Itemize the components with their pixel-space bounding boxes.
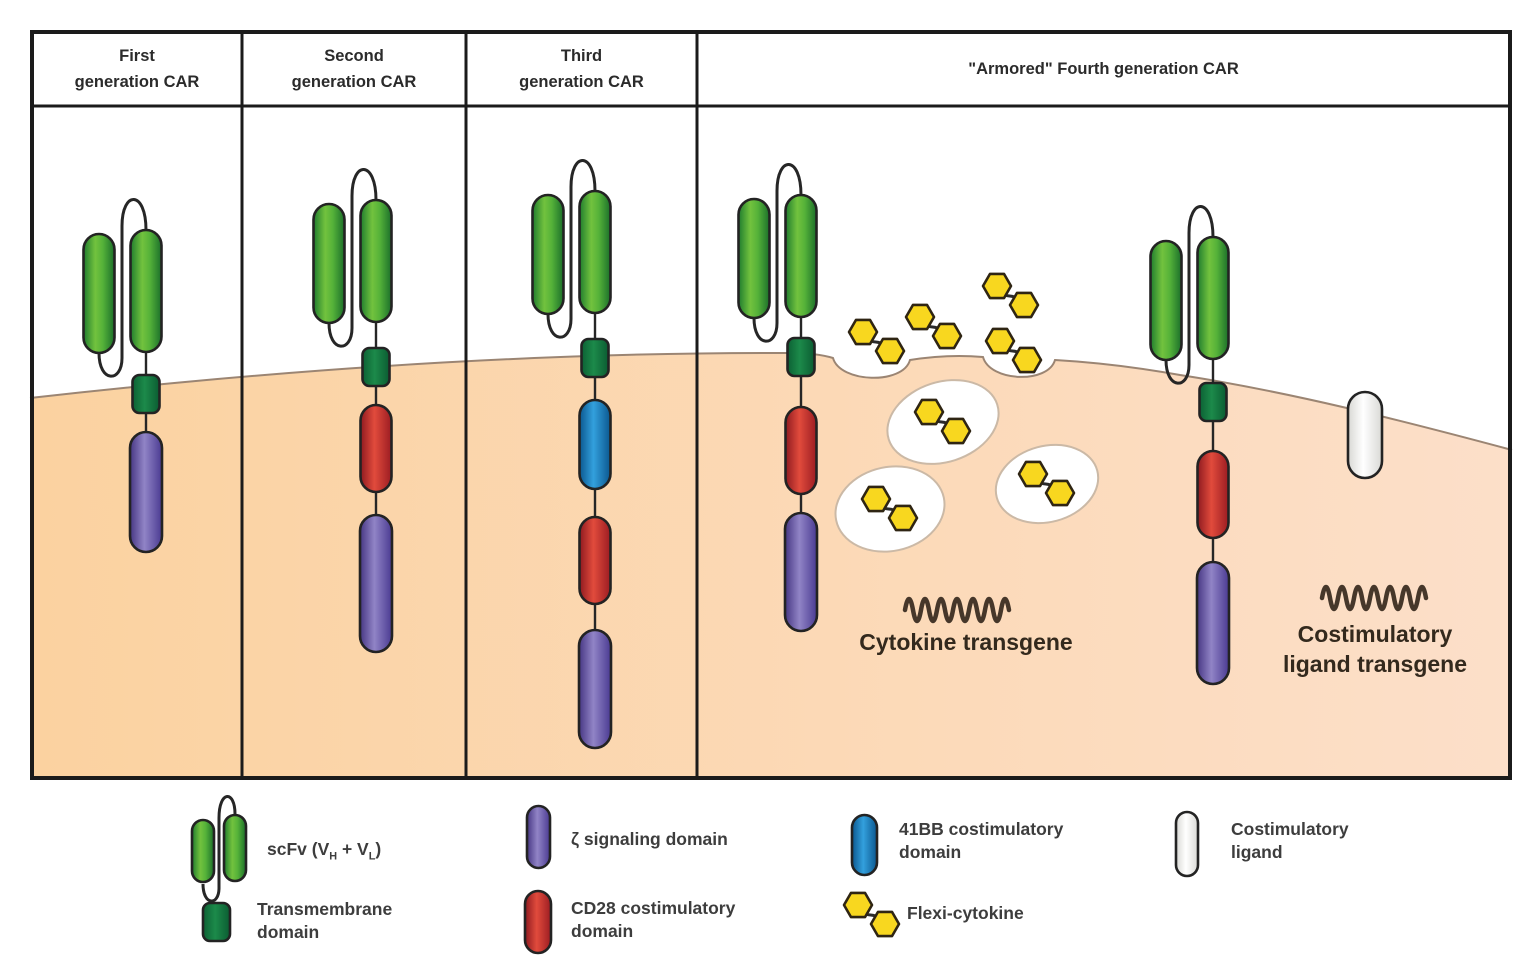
scfv-icon xyxy=(531,158,612,339)
cell-membrane xyxy=(30,352,1512,778)
costimulatory-ligand-transgene-label: Costimulatory ligand transgene xyxy=(1255,620,1495,680)
zeta-signaling-domain-icon xyxy=(358,513,394,654)
car-structure-gen2 xyxy=(312,167,394,654)
legend-label-cd28: CD28 costimulatory domain xyxy=(571,897,735,943)
zeta-signaling-domain-icon xyxy=(783,511,819,633)
zeta-signaling-domain-icon xyxy=(577,628,613,750)
header-gen1-line1: First xyxy=(119,47,155,66)
flexi-cytokine-icon xyxy=(986,329,1041,372)
scfv-label-mid: + V xyxy=(337,839,369,859)
transmembrane-domain-icon xyxy=(786,336,816,378)
scfv-icon xyxy=(312,167,393,348)
scfv-icon xyxy=(1149,204,1230,385)
flexi-label-line1: Flexi-cytokine xyxy=(907,903,1024,923)
car-structure-gen4-ligand xyxy=(1149,204,1231,686)
cell-membrane-edge xyxy=(29,351,1513,451)
scfv-label-subh: H xyxy=(329,850,338,863)
cd28-costimulatory-domain-icon xyxy=(1196,449,1230,540)
legend-41bb-icon xyxy=(850,813,879,877)
car-structure-gen4-cytokine xyxy=(737,162,819,633)
legend-transmembrane-icon xyxy=(201,901,232,943)
costim-ligand-label-line2: ligand xyxy=(1231,842,1283,863)
figure-border xyxy=(30,30,1512,780)
zeta-label-line1: ζ signaling domain xyxy=(571,829,728,849)
scfv-label-subl: L xyxy=(368,850,376,863)
scfv-icon xyxy=(82,197,163,378)
cd28-label-line1: CD28 costimulatory xyxy=(571,898,736,918)
costim-label-line1: Costimulatory xyxy=(1297,621,1453,647)
header-gen2-line1: Second xyxy=(324,47,384,66)
41bb-costimulatory-domain-icon xyxy=(578,398,612,491)
legend-zeta-icon xyxy=(525,804,552,870)
scfv-icon xyxy=(737,162,818,343)
header-gen4-line1: "Armored" Fourth generation CAR xyxy=(968,60,1239,79)
legend-label-transmembrane: Transmembrane domain xyxy=(257,898,392,944)
cytokine-vesicle xyxy=(886,379,1000,465)
cd28-costimulatory-domain-icon xyxy=(578,515,612,606)
header-gen2: Second generation CAR xyxy=(242,34,466,106)
zeta-signaling-domain-icon xyxy=(128,430,164,554)
legend-label-zeta: ζ signaling domain xyxy=(571,828,728,851)
bb41-label-line2: domain xyxy=(899,842,962,863)
transmembrane-label-line1: Transmembrane xyxy=(257,899,393,919)
car-structure-gen1 xyxy=(82,197,164,554)
cytokine-vesicle xyxy=(994,443,1100,525)
transmembrane-label-line2: domain xyxy=(257,922,320,943)
header-gen3-line1: Third xyxy=(560,47,603,66)
flexi-cytokine-icon xyxy=(983,274,1038,317)
scfv-label-post: ) xyxy=(375,839,382,859)
legend-label-costimulatory-ligand: Costimulatory ligand xyxy=(1231,818,1349,864)
cytokine-transgene-label: Cytokine transgene xyxy=(859,629,1073,655)
legend-label-scfv: scFv (VH + VL) xyxy=(267,838,381,864)
legend-label-41bb: 41BB costimulatory domain xyxy=(899,818,1063,864)
bb41-label-line1: 41BB costimulatory xyxy=(899,819,1064,839)
transmembrane-domain-icon xyxy=(131,373,161,415)
cd28-costimulatory-domain-icon xyxy=(784,405,818,496)
legend-flexi-cytokine-icon xyxy=(844,893,899,936)
costim-ligand-label-line1: Costimulatory xyxy=(1231,819,1349,839)
cd28-label-line2: domain xyxy=(571,921,634,942)
transmembrane-domain-icon xyxy=(361,346,391,388)
costimulatory-ligand-icon xyxy=(1346,390,1384,480)
costim-label-line2: ligand transgene xyxy=(1282,650,1468,677)
header-gen1-line2: generation CAR xyxy=(74,73,200,91)
header-gen1: First generation CAR xyxy=(32,34,242,106)
legend-scfv-icon xyxy=(190,795,248,903)
flexi-cytokine-icon xyxy=(906,305,961,348)
cytokine-vesicle xyxy=(834,465,946,553)
header-gen3: Third generation CAR xyxy=(466,34,697,106)
transmembrane-domain-icon xyxy=(1198,381,1228,423)
legend-label-flexi-cytokine: Flexi-cytokine xyxy=(907,902,1024,925)
flexi-cytokine-icon xyxy=(849,320,904,363)
header-gen4: "Armored" Fourth generation CAR xyxy=(697,34,1510,106)
header-gen3-line2: generation CAR xyxy=(519,73,644,91)
transmembrane-domain-icon xyxy=(580,337,610,379)
zeta-signaling-domain-icon xyxy=(1195,560,1231,686)
cd28-costimulatory-domain-icon xyxy=(359,403,393,494)
legend-cd28-icon xyxy=(523,889,553,955)
legend-costimulatory-ligand-icon xyxy=(1174,810,1200,878)
car-structure-gen3 xyxy=(531,158,613,750)
header-gen2-line2: generation CAR xyxy=(291,73,417,91)
scfv-label-pre: scFv (V xyxy=(267,839,330,859)
